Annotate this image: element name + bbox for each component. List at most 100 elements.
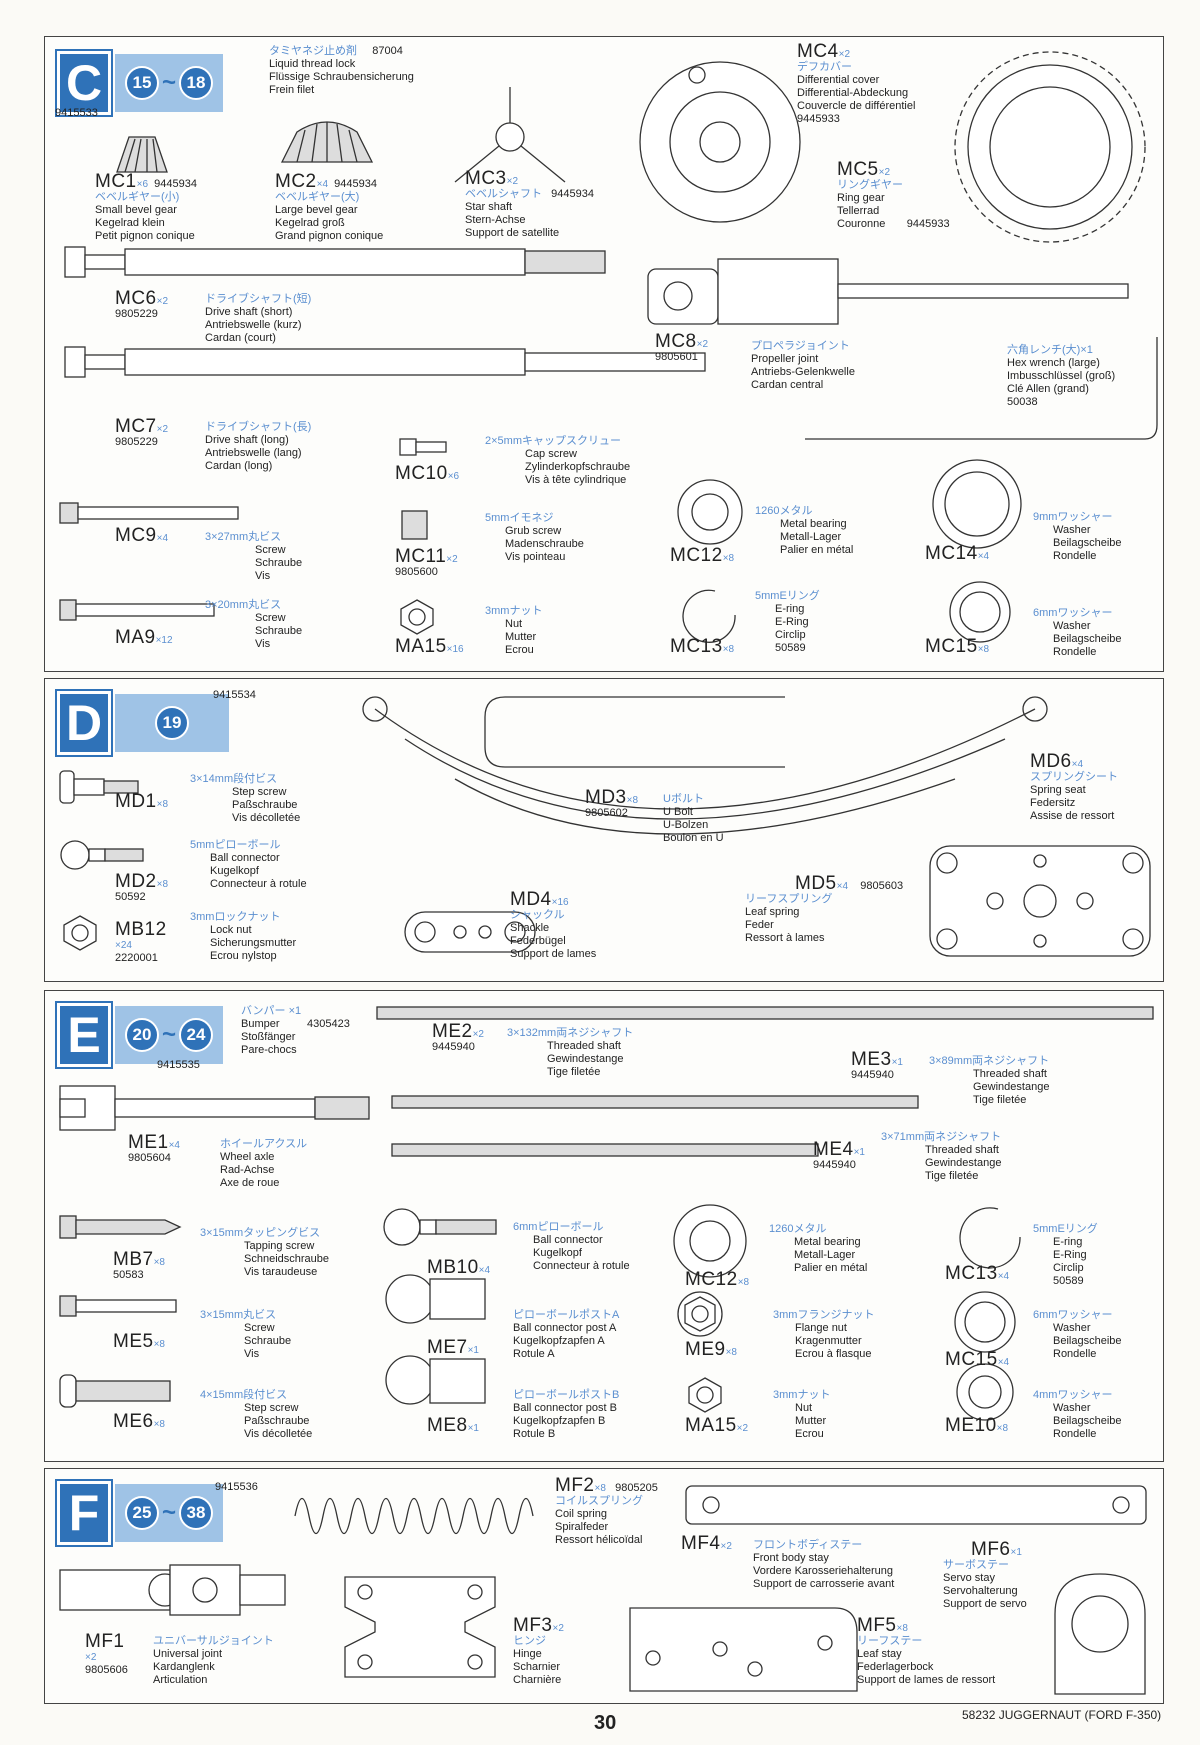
fr: Ecrou à flasque [795,1348,872,1360]
en: Threaded shaft [973,1068,1047,1080]
fr: Tige filetée [925,1170,979,1182]
qty: ×8 [722,644,735,655]
fr: Ecrou [505,644,534,656]
fr: Ecrou [795,1428,824,1440]
qty: ×16 [446,644,464,655]
num: 50589 [1053,1275,1084,1287]
part-id: MB12 [115,919,167,940]
num: 9445940 [813,1159,856,1171]
en: Shackle [510,922,550,934]
num: 9445933 [906,218,950,230]
part-id: MF3 [513,1615,553,1636]
threaded-shaft-me3-drawing [391,1095,919,1109]
fr: Vis pointeau [505,551,566,563]
part-id: MB10 [427,1257,479,1278]
num: 9805604 [128,1152,171,1164]
jp: 5mmイモネジ [485,512,554,524]
leaf-spring-drawing [362,696,1048,835]
en: Differential cover [797,74,880,86]
qty: ×2 [696,339,709,350]
num: 4305423 [307,1018,350,1030]
en: Nut [505,618,523,630]
part-id: MD6 [1030,751,1072,772]
en: Servo stay [943,1572,995,1584]
fr: Support de lames [510,948,597,960]
washer-mc15-drawing [949,581,1011,643]
qty: ×4 [156,533,169,544]
part-id: MC9 [115,525,157,546]
part-mc15e: MC15×4 [945,1350,1009,1369]
qty: ×2 [472,1029,484,1040]
fr: Vis à tête cylindrique [525,474,627,486]
part-mb10: MB10×4 [427,1258,491,1277]
part-me1: ME1×4 9805604 [128,1133,180,1165]
de: Schraube [255,557,303,569]
num: 9805229 [115,308,158,320]
qty: ×8 [725,1347,737,1358]
de: Beilagscheibe [1053,633,1122,645]
washer-mc14-drawing [932,459,1022,549]
fr: Vis [244,1348,260,1360]
part-mf1: MF1×2 9805606 [85,1632,128,1677]
part-mc10: MC10×6 [395,464,459,483]
de: Flüssige Schraubensicherung [269,71,414,83]
part-id: MD3 [585,787,627,808]
part-mc15: MC15×8 [925,637,989,656]
jp: デフカバー [797,61,852,73]
fr: Palier en métal [780,544,854,556]
jp: 4×15mm段付ビス [200,1389,288,1401]
jp: 3×20mm丸ビス [205,599,282,611]
fr: Articulation [153,1674,208,1686]
num: 9805229 [115,436,158,448]
en: Threaded shaft [925,1144,999,1156]
fr: Ressort à lames [745,932,825,944]
part-id: MC2 [275,171,317,192]
part-mc8: MC8×2 9805601 [655,332,709,364]
de: Antriebswelle (lang) [205,447,302,459]
step-end: 24 [179,1018,214,1052]
en: Large bevel gear [275,204,358,216]
jp: 3×132mm両ネジシャフト [507,1027,634,1039]
part-mc13e: MC13×4 [945,1264,1009,1283]
num: 9805603 [860,880,904,892]
part-md2: MD2×8 50592 [115,872,168,904]
section-f: F 25 ~ 38 9415536 MF2×8 9805205 コイルスプリング… [44,1468,1164,1704]
part-mb7: MB7×8 50583 [113,1250,165,1282]
front-body-stay-mf4-drawing [685,1485,1147,1525]
fr: Petit pignon conique [95,230,195,242]
drive-shaft-short-drawing [64,246,606,278]
fr: Frein filet [269,84,315,96]
e-ring-mc13-drawing [682,589,736,643]
part-me2: ME2×2 9445940 [432,1022,484,1054]
part-mc12: MC12×8 [670,546,734,565]
part-id: MC14 [925,543,978,564]
jp: フロントボディステー [753,1539,863,1551]
qty: ×4 [478,1265,491,1276]
bevel-gear-large-drawing [280,121,374,163]
fr: Rotule A [513,1348,555,1360]
fr: Cardan (long) [205,460,273,472]
jp: ヒンジ [513,1635,546,1647]
en: Nut [795,1402,813,1414]
fr: Circlip [775,629,806,641]
num: 9445933 [797,113,840,125]
part-ma15e: MA15×2 [685,1416,748,1435]
step-screw-md1-drawing [59,770,139,804]
qty: ×1 [467,1423,479,1434]
de: Paßschraube [244,1415,310,1427]
en: Drive shaft (short) [205,306,293,318]
qty: ×4 [977,551,990,562]
en: Washer [1053,1402,1091,1414]
de: Kugelkopf [210,865,259,877]
fr: Tige filetée [973,1094,1027,1106]
universal-joint-mf1-drawing [59,1564,286,1616]
fr: Vis décolletée [232,812,301,824]
